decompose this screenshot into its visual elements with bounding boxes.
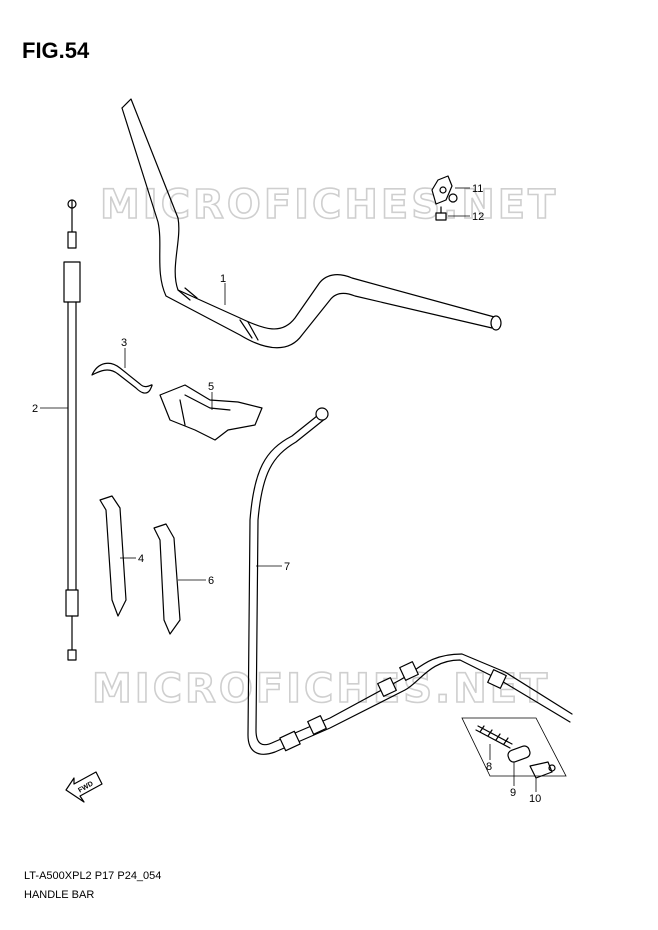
cable-part[interactable]	[247, 407, 573, 755]
cable-tie-4-part[interactable]	[99, 495, 127, 617]
cable-tie-6-part[interactable]	[153, 523, 181, 635]
callout-12: 12	[472, 211, 484, 223]
watermark-top: MICROFICHES.NET	[100, 182, 558, 228]
callout-9: 9	[510, 787, 516, 799]
clamp-part[interactable]	[159, 384, 263, 441]
callout-8: 8	[486, 761, 492, 773]
callout-7: 7	[284, 561, 290, 573]
callout-3: 3	[121, 337, 127, 349]
footer-model-code: LT-A500XPL2 P17 P24_054	[24, 870, 162, 882]
callout-10: 10	[529, 793, 541, 805]
callout-11: 11	[472, 183, 483, 195]
callout-5: 5	[208, 381, 214, 393]
callout-4: 4	[138, 553, 144, 565]
cable-end-part[interactable]	[529, 761, 556, 779]
bracket-part[interactable]	[431, 175, 458, 205]
fwd-arrow: FWD	[65, 771, 103, 803]
sleeve-part[interactable]	[507, 745, 532, 764]
callout-2: 2	[32, 403, 38, 415]
callout-6: 6	[208, 575, 214, 587]
part-group-outline	[461, 717, 567, 777]
watermark-bottom: MICROFICHES.NET	[92, 666, 550, 712]
figure-title: FIG.54	[22, 38, 90, 63]
spring-part[interactable]	[475, 725, 513, 749]
callout-1: 1	[220, 273, 226, 285]
handlebar-part[interactable]	[121, 98, 502, 349]
footer-section-title: HANDLE BAR	[24, 889, 95, 901]
screw-part[interactable]	[435, 206, 447, 221]
wire-clip-part[interactable]	[91, 362, 153, 394]
throttle-cable-part[interactable]	[63, 199, 81, 661]
